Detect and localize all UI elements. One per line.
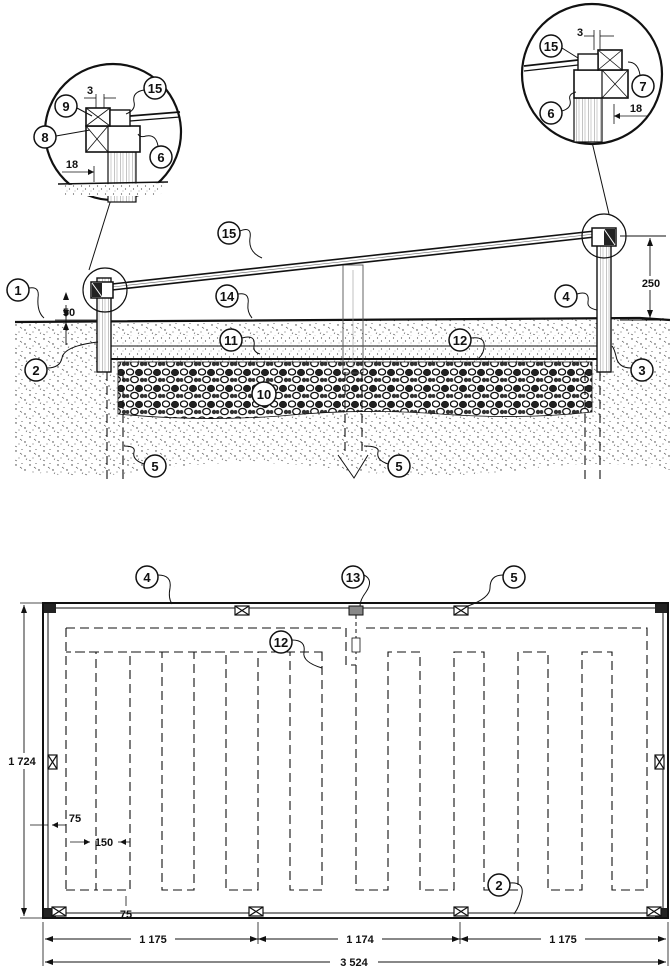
callout-7-detail-right: 7 [627,61,655,98]
svg-text:13: 13 [346,570,360,585]
detail-right-dim-3: 3 [577,27,583,39]
svg-text:1: 1 [14,283,21,298]
svg-text:2: 2 [32,363,39,378]
svg-text:8: 8 [41,130,48,145]
callout-5-plan: 5 [467,565,526,607]
callout-6-detail-right: 6 [539,91,577,125]
callout-10-section: 10 [251,381,277,407]
dim-plan-seg-left: 1 175 [139,934,167,946]
callout-2-plan: 2 [487,873,523,915]
callout-13-plan: 13 [341,565,370,607]
detail-left-dim-3: 3 [87,85,93,97]
callout-15-detail-left: 15 [125,76,167,115]
svg-text:11: 11 [224,333,238,348]
callout-12-section: 12 [448,328,485,361]
callout-12-plan: 12 [269,630,323,669]
callout-8-detail-left: 8 [33,125,91,149]
svg-text:3: 3 [638,363,645,378]
plan-view: 4 13 5 12 2 75 150 [2,565,669,969]
callout-4-plan: 4 [135,565,173,605]
callout-5-section-mid: 5 [363,445,411,478]
dim-height-250: 250 [642,278,660,290]
svg-text:5: 5 [151,459,158,474]
svg-text:5: 5 [510,570,517,585]
svg-text:4: 4 [562,289,570,304]
dim-plan-height: 1 724 [8,756,36,768]
dim-plan-seg-mid: 1 174 [346,934,374,946]
callout-14-section: 14 [215,284,253,319]
callout-2-section: 2 [24,341,99,382]
dim-plan-seg-right: 1 175 [549,934,577,946]
callout-11-section: 11 [219,328,261,355]
svg-text:10: 10 [257,387,271,402]
detail-marker-left [82,267,128,313]
dim-plan-width-total: 3 524 [340,957,368,969]
dim-plan-strip-150: 150 [95,837,113,849]
detail-right: 3 18 15 7 6 [520,2,664,146]
svg-text:15: 15 [222,226,236,241]
left-wall-post [96,277,112,373]
section-view: 250 50 15 1 14 4 [6,141,670,480]
svg-text:15: 15 [148,81,162,96]
callout-4-section: 4 [554,284,598,311]
center-support [342,264,364,374]
svg-text:6: 6 [157,150,164,165]
callout-1-section: 1 [6,278,45,319]
callout-3-section: 3 [611,345,654,382]
callout-15-detail-right: 15 [539,34,579,59]
right-wall-post [596,239,612,373]
sand-layer [110,335,598,359]
dim-plan-edge-75: 75 [69,813,81,825]
svg-text:12: 12 [453,333,467,348]
glazing-panel-bottom [111,235,605,291]
svg-text:15: 15 [544,39,558,54]
callout-15-section: 15 [217,221,263,259]
svg-text:2: 2 [495,878,502,893]
detail-left-dim-18: 18 [66,159,78,171]
svg-text:5: 5 [395,459,402,474]
gravel-layer [117,361,593,419]
svg-text:9: 9 [62,99,69,114]
callout-6-detail-left: 6 [137,133,173,169]
plan-outer-frame [42,602,669,919]
ground-surface-line [14,316,670,324]
dim-depth-50: 50 [63,307,75,319]
svg-text:6: 6 [547,106,554,121]
heating-cable-loop [66,627,648,891]
svg-text:12: 12 [274,635,288,650]
callout-9-detail-left: 9 [54,94,93,118]
detail-left: 3 18 9 15 8 6 [33,62,183,203]
callout-5-section-left: 5 [123,445,167,478]
dim-plan-bottom-75: 75 [120,909,132,921]
svg-text:4: 4 [143,570,151,585]
detail-right-dim-18: 18 [630,103,642,115]
svg-text:7: 7 [639,79,646,94]
svg-text:14: 14 [220,289,235,304]
glazing-panel-top [111,229,605,285]
